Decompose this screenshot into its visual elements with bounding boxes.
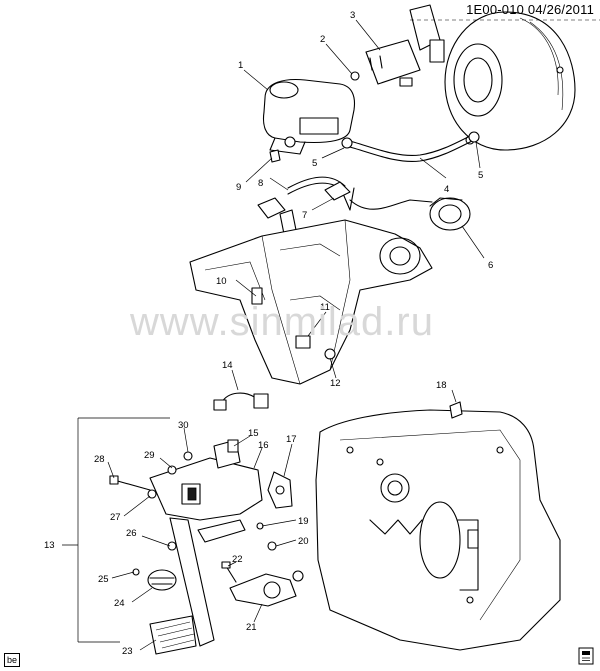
- callout-20: 20: [298, 536, 309, 547]
- callout-leaders: [107, 19, 485, 651]
- hydraulic-line: [287, 131, 480, 211]
- clutch-master-reservoir: [262, 78, 356, 163]
- bolt: [449, 401, 463, 419]
- corner-tag: be: [4, 653, 21, 667]
- callout-10: 10: [216, 276, 227, 287]
- diagram-code: 1E00-010 04/26/2011: [466, 2, 594, 17]
- brake-booster: [409, 4, 600, 151]
- callout-8: 8: [258, 178, 263, 189]
- callout-22: 22: [232, 554, 243, 565]
- callout-13: 13: [44, 540, 55, 551]
- control-module: [350, 39, 421, 87]
- callout-15: 15: [248, 428, 259, 439]
- dash-panel: [315, 409, 561, 651]
- callout-16: 16: [258, 440, 269, 451]
- callout-21: 21: [246, 622, 257, 633]
- pedal-pad: [149, 615, 197, 655]
- pedal-bumper: [132, 568, 177, 591]
- callout-30: 30: [178, 420, 189, 431]
- callout-4: 4: [444, 184, 449, 195]
- clutch-master-cylinder: [221, 561, 304, 607]
- callout-5-right: 5: [478, 170, 483, 181]
- callout-24: 24: [114, 598, 125, 609]
- callout-27: 27: [110, 512, 121, 523]
- callout-9: 9: [236, 182, 241, 193]
- callout-2: 2: [320, 34, 325, 45]
- callout-18: 18: [436, 380, 447, 391]
- callout-labels: 1 2 3 4 5 5 6 7 8 9 10 11 12 13 14 15 16…: [44, 10, 493, 657]
- document-stack-icon: [578, 647, 594, 665]
- callout-29: 29: [144, 450, 155, 461]
- callout-12: 12: [330, 378, 341, 389]
- callout-1: 1: [238, 60, 243, 71]
- assembly-bracket: [62, 417, 170, 643]
- callout-6: 6: [488, 260, 493, 271]
- callout-25: 25: [98, 574, 109, 585]
- callout-3: 3: [350, 10, 355, 21]
- clutch-pedal-assembly: [109, 439, 293, 647]
- callout-11: 11: [320, 302, 330, 313]
- callout-5-left: 5: [312, 158, 317, 169]
- callout-7: 7: [302, 210, 307, 221]
- callout-17: 17: [286, 434, 297, 445]
- callout-14: 14: [222, 360, 233, 371]
- callout-28: 28: [94, 454, 105, 465]
- callout-26: 26: [126, 528, 137, 539]
- wiring-harness: [213, 392, 269, 411]
- callout-23: 23: [122, 646, 133, 657]
- callout-19: 19: [298, 516, 309, 527]
- transmission-case: [189, 219, 433, 385]
- clutch-slave-cylinder: [429, 197, 471, 231]
